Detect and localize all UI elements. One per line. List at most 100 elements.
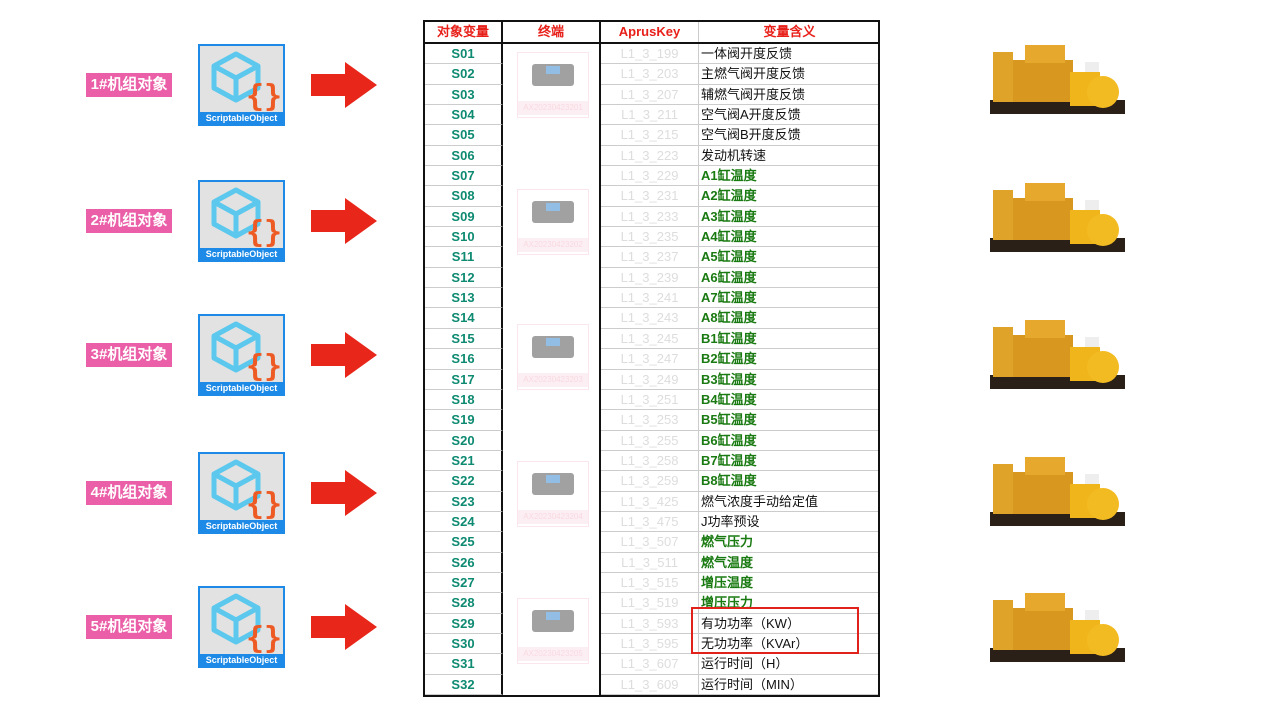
icon-caption: ScriptableObject [205, 655, 278, 665]
var-cell: S30 [425, 633, 503, 655]
highlight-box [691, 607, 859, 654]
meaning-cell: 空气阀A开度反馈 [699, 105, 878, 126]
header-var: 对象变量 [425, 22, 503, 42]
var-cell: S13 [425, 288, 503, 309]
variable-table: 对象变量 终端 AprusKey 变量含义 S01 L1_3_199 一体阀开度… [423, 20, 880, 697]
var-cell: S03 [425, 84, 503, 106]
meaning-cell: 运行时间（H） [699, 654, 878, 675]
apruskey-cell: L1_3_237 [601, 247, 699, 268]
var-cell: S12 [425, 267, 503, 289]
var-cell: S16 [425, 349, 503, 370]
terminal-device-icon [532, 64, 574, 86]
var-cell: S21 [425, 450, 503, 472]
var-cell: S05 [425, 125, 503, 146]
meaning-cell: J功率预设 [699, 512, 878, 533]
table-row: S02 L1_3_203 主燃气阀开度反馈 [425, 64, 878, 85]
scriptable-object-icon: {}ScriptableObject [198, 452, 285, 534]
terminal-cell [503, 552, 601, 573]
terminal-id: AX20230423203 [518, 373, 588, 387]
apruskey-cell: L1_3_247 [601, 349, 699, 370]
meaning-cell: A3缸温度 [699, 207, 878, 228]
table-row: S05 L1_3_215 空气阀B开度反馈 [425, 125, 878, 146]
terminal-device: AX20230423202 [517, 189, 589, 255]
meaning-cell: A5缸温度 [699, 247, 878, 268]
meaning-cell: B4缸温度 [699, 390, 878, 411]
terminal-cell [503, 511, 601, 533]
meaning-cell: A8缸温度 [699, 308, 878, 329]
terminal-cell [503, 227, 601, 248]
terminal-device: AX20230423203 [517, 324, 589, 390]
meaning-cell: 有功功率（KW） [699, 614, 878, 634]
table-row: S26 L1_3_511 燃气温度 [425, 552, 878, 573]
meaning-cell: 增压温度 [699, 573, 878, 594]
terminal-cell [503, 267, 601, 289]
meaning-cell: B2缸温度 [699, 349, 878, 370]
terminal-cell [503, 328, 601, 350]
var-cell: S22 [425, 471, 503, 492]
terminal-cell [503, 288, 601, 309]
var-cell: S18 [425, 389, 503, 411]
terminal-cell [503, 532, 601, 553]
apruskey-cell: L1_3_251 [601, 389, 699, 411]
icon-caption: ScriptableObject [205, 521, 278, 531]
svg-text:{}: {} [246, 621, 282, 654]
var-cell: S14 [425, 308, 503, 329]
meaning-cell: 发动机转速 [699, 146, 878, 167]
terminal-cell [503, 491, 601, 512]
header-apruskey: AprusKey [601, 22, 699, 42]
meaning-cell: 燃气温度 [699, 553, 878, 573]
apruskey-cell: L1_3_223 [601, 145, 699, 167]
unit-label: 3#机组对象 [86, 343, 172, 367]
var-cell: S01 [425, 44, 503, 65]
terminal-cell [503, 572, 601, 594]
terminal-id: AX20230423201 [518, 101, 588, 115]
terminal-cell [503, 145, 601, 167]
terminal-cell [503, 633, 601, 655]
unit-label: 2#机组对象 [86, 209, 172, 233]
var-cell: S09 [425, 206, 503, 228]
table-row: S29 L1_3_593 有功功率（KW） [425, 613, 878, 634]
meaning-cell: 空气阀B开度反馈 [699, 125, 878, 146]
var-cell: S27 [425, 572, 503, 594]
meaning-cell: 一体阀开度反馈 [699, 44, 878, 65]
apruskey-cell: L1_3_607 [601, 654, 699, 675]
terminal-cell [503, 308, 601, 329]
apruskey-cell: L1_3_507 [601, 532, 699, 553]
terminal-cell [503, 430, 601, 451]
table-row: S01 L1_3_199 一体阀开度反馈 [425, 44, 878, 65]
icon-caption: ScriptableObject [205, 249, 278, 259]
var-cell: S28 [425, 593, 503, 614]
terminal-cell [503, 389, 601, 411]
table-row: S08 L1_3_231 A2缸温度 [425, 186, 878, 207]
var-cell: S26 [425, 552, 503, 573]
apruskey-cell: L1_3_245 [601, 328, 699, 350]
meaning-cell: B1缸温度 [699, 329, 878, 350]
apruskey-cell: L1_3_235 [601, 227, 699, 248]
svg-text:{}: {} [246, 349, 282, 382]
terminal-cell [503, 84, 601, 106]
var-cell: S02 [425, 64, 503, 85]
var-cell: S08 [425, 186, 503, 207]
apruskey-cell: L1_3_511 [601, 552, 699, 573]
terminal-device-icon [532, 610, 574, 632]
icon-caption: ScriptableObject [205, 113, 278, 123]
var-cell: S25 [425, 532, 503, 553]
table-row: S25 L1_3_507 燃气压力 [425, 532, 878, 553]
meaning-cell: 增压压力 [699, 593, 878, 614]
var-cell: S31 [425, 654, 503, 675]
apruskey-cell: L1_3_595 [601, 633, 699, 655]
apruskey-cell: L1_3_593 [601, 613, 699, 634]
terminal-cell [503, 450, 601, 472]
table-row: S32 L1_3_609 运行时间（MIN） [425, 674, 878, 695]
apruskey-cell: L1_3_215 [601, 125, 699, 146]
unit-label: 1#机组对象 [86, 73, 172, 97]
generator-image [985, 452, 1130, 552]
svg-text:{}: {} [246, 79, 282, 112]
table-row: S18 L1_3_251 B4缸温度 [425, 389, 878, 411]
table-row: S15 L1_3_245 B1缸温度 [425, 328, 878, 350]
table-row: S17 L1_3_249 B3缸温度 [425, 369, 878, 390]
table-row: S04 L1_3_211 空气阀A开度反馈 [425, 105, 878, 126]
terminal-device-icon [532, 201, 574, 223]
meaning-cell: A2缸温度 [699, 186, 878, 207]
generator-image [985, 40, 1130, 140]
